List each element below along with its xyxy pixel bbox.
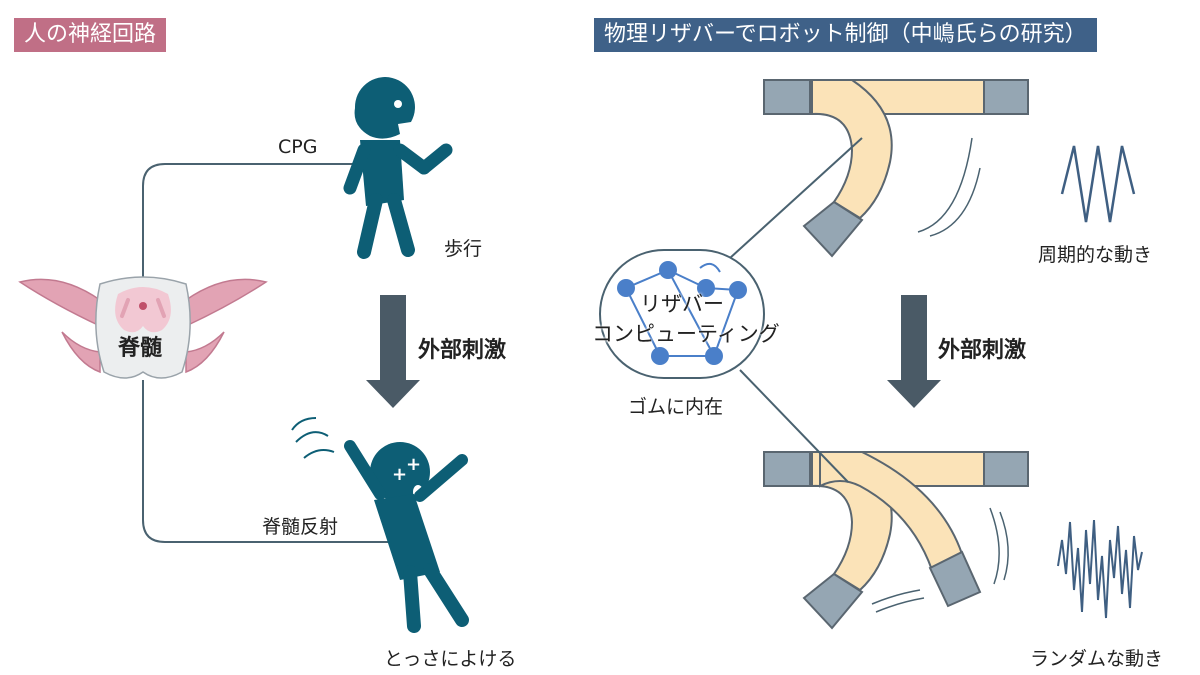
reflex-connector-line: [142, 380, 400, 543]
startle-lines-icon: [291, 417, 335, 459]
reservoir-label-line2: コンピューティング: [592, 322, 780, 346]
right-panel-header: 物理リザバーでロボット制御（中嶋氏らの研究）: [594, 18, 1097, 52]
left-panel-header: 人の神経回路: [14, 18, 167, 52]
svg-text:+: +: [406, 454, 421, 475]
rubber-label: ゴムに内在: [628, 396, 724, 418]
walking-label: 歩行: [444, 238, 483, 260]
spinal-cord-icon: [18, 276, 268, 379]
top-beam: [763, 79, 1029, 258]
right-stimulus-label: 外部刺激: [938, 338, 1027, 363]
random-wave-icon: [1057, 519, 1143, 619]
reservoir-link-bottom: [739, 369, 849, 483]
reservoir-network-icon: [599, 249, 765, 379]
bottom-beam: [763, 451, 1029, 630]
dodge-label: とっさによける: [384, 648, 517, 670]
walking-figure-icon: [343, 77, 453, 259]
random-motion-label: ランダムな動き: [1030, 648, 1164, 670]
reservoir-label-line1: リザバー: [640, 292, 724, 316]
svg-text:+: +: [392, 464, 407, 485]
cpg-connector-line: [142, 163, 360, 282]
spinal-cord-label: 脊髄: [118, 336, 163, 361]
left-down-arrow: [366, 295, 420, 408]
right-down-arrow: [887, 295, 941, 408]
spinal-reflex-label: 脊髄反射: [262, 516, 339, 538]
left-stimulus-label: 外部刺激: [418, 338, 507, 363]
cpg-label: CPG: [278, 136, 318, 158]
periodic-wave-icon: [1060, 145, 1136, 223]
periodic-motion-label: 周期的な動き: [1038, 244, 1153, 266]
dodging-figure-icon: + +: [344, 440, 469, 633]
reservoir-link-top: [729, 137, 863, 259]
